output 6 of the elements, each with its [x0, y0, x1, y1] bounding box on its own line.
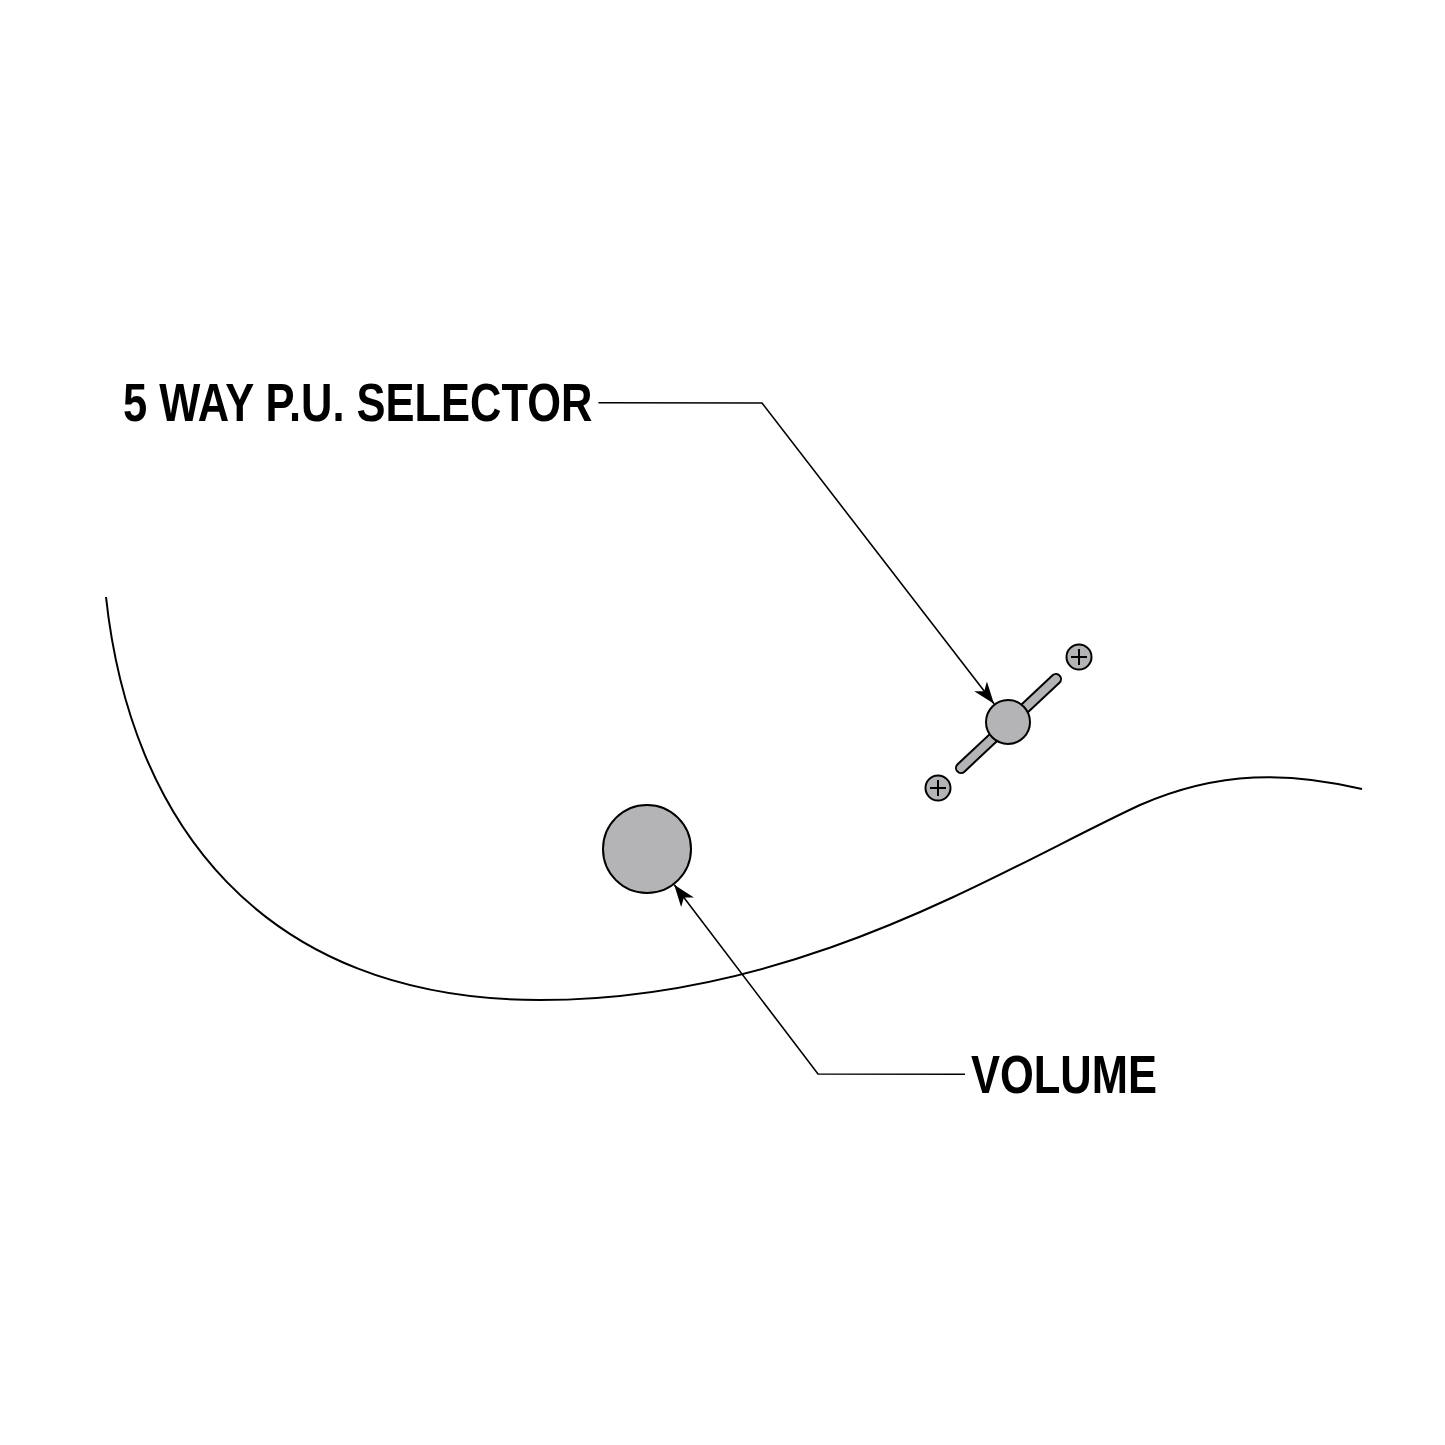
leader-line	[597, 402, 995, 705]
part-label: 5 WAY P.U. SELECTOR	[123, 376, 593, 429]
selector-knob	[985, 699, 1031, 745]
leader-line	[673, 884, 966, 1076]
part-label: VOLUME	[971, 1048, 1157, 1101]
volume-knob	[602, 804, 692, 894]
